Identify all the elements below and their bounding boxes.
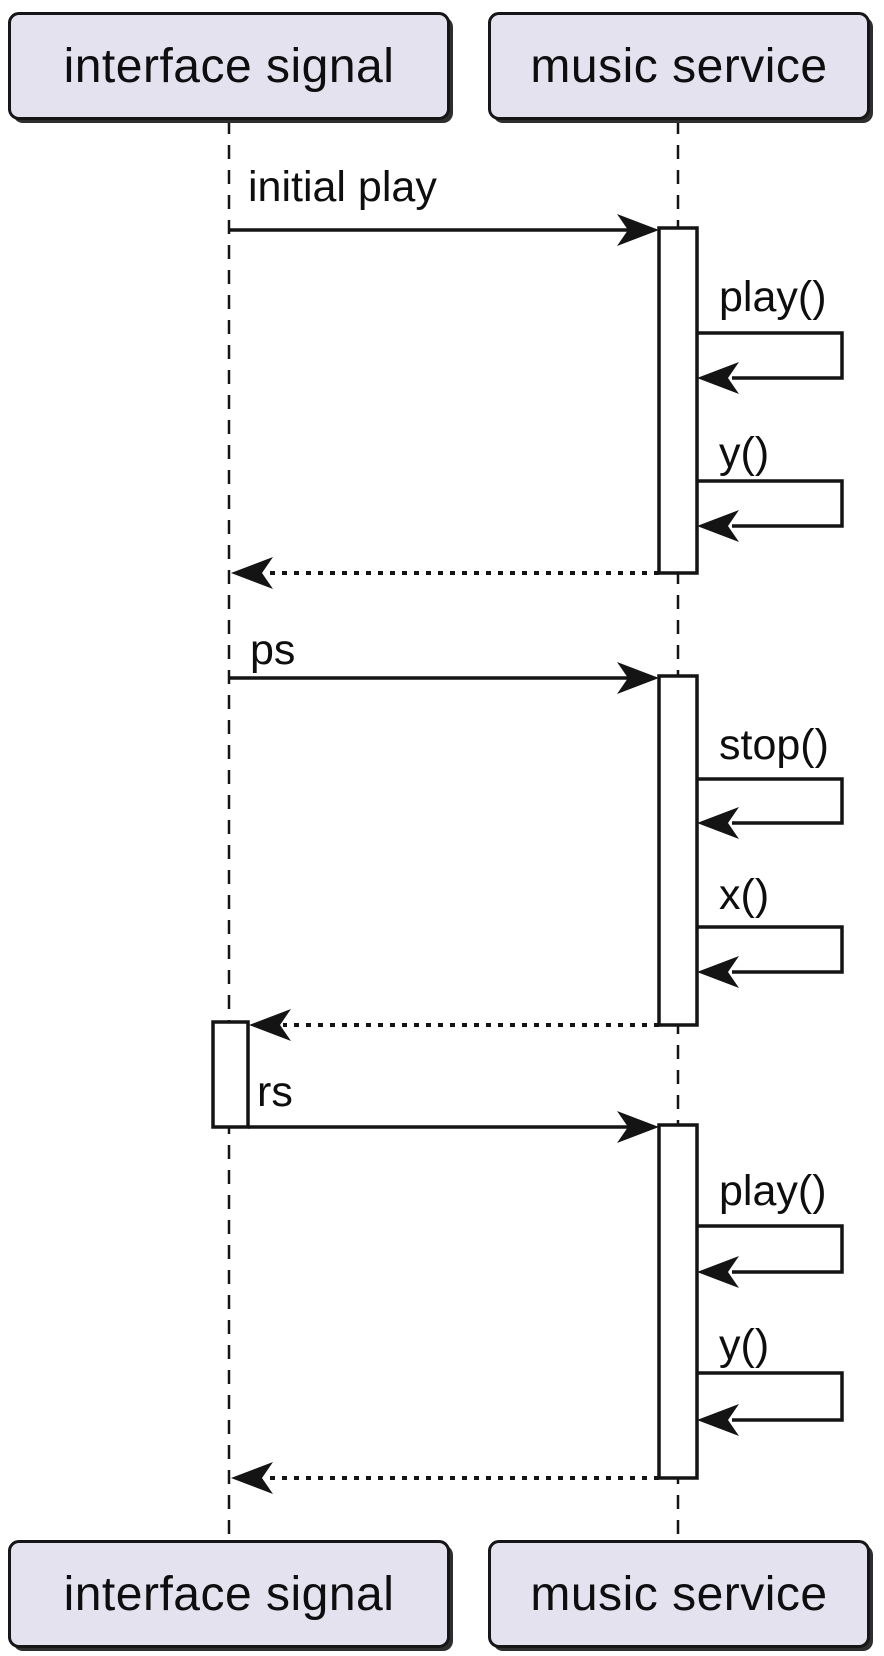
- arrowhead-stop: [697, 807, 739, 839]
- activation-bar-interface: [211, 1020, 250, 1129]
- activation-bar-music-3: [657, 1123, 699, 1480]
- participant-box-music-service-bottom: music service: [488, 1540, 870, 1648]
- self-call-play-2: [697, 1224, 844, 1274]
- message-label-stop: stop(): [719, 721, 829, 769]
- self-call-x: [697, 925, 844, 974]
- self-call-y-2: [697, 1371, 844, 1422]
- participant-label: music service: [530, 1567, 828, 1621]
- arrowhead-initial-play: [617, 214, 659, 246]
- participant-label: interface signal: [63, 39, 395, 93]
- message-label-ps: ps: [250, 626, 296, 674]
- arrowhead-x: [697, 956, 739, 988]
- arrowhead-play-1: [697, 362, 739, 394]
- message-label-x: x(): [719, 871, 770, 919]
- message-label-rs: rs: [257, 1068, 293, 1116]
- arrowhead-ps: [617, 662, 659, 694]
- arrowhead-y-1: [697, 510, 739, 542]
- arrowhead-play-2: [697, 1256, 739, 1288]
- arrowhead-return-3: [231, 1462, 273, 1494]
- message-label-play-1: play(): [719, 273, 827, 321]
- arrowhead-return-1: [231, 557, 273, 589]
- self-call-stop: [697, 777, 844, 825]
- activation-bar-music-2: [657, 674, 699, 1027]
- message-label-initial-play: initial play: [248, 163, 437, 211]
- participant-box-interface-signal-bottom: interface signal: [8, 1540, 450, 1648]
- message-label-y-2: y(): [719, 1321, 770, 1369]
- message-label-y-1: y(): [719, 429, 770, 477]
- arrowhead-y-2: [697, 1404, 739, 1436]
- activation-bar-music-1: [657, 226, 699, 575]
- self-call-play-1: [697, 331, 844, 380]
- participant-box-interface-signal-top: interface signal: [8, 12, 450, 120]
- participant-box-music-service-top: music service: [488, 12, 870, 120]
- arrowhead-return-2: [249, 1009, 291, 1041]
- self-call-y-1: [697, 479, 844, 528]
- arrowhead-rs: [617, 1111, 659, 1143]
- participant-label: interface signal: [63, 1567, 395, 1621]
- participant-label: music service: [530, 39, 828, 93]
- message-label-play-2: play(): [719, 1167, 827, 1215]
